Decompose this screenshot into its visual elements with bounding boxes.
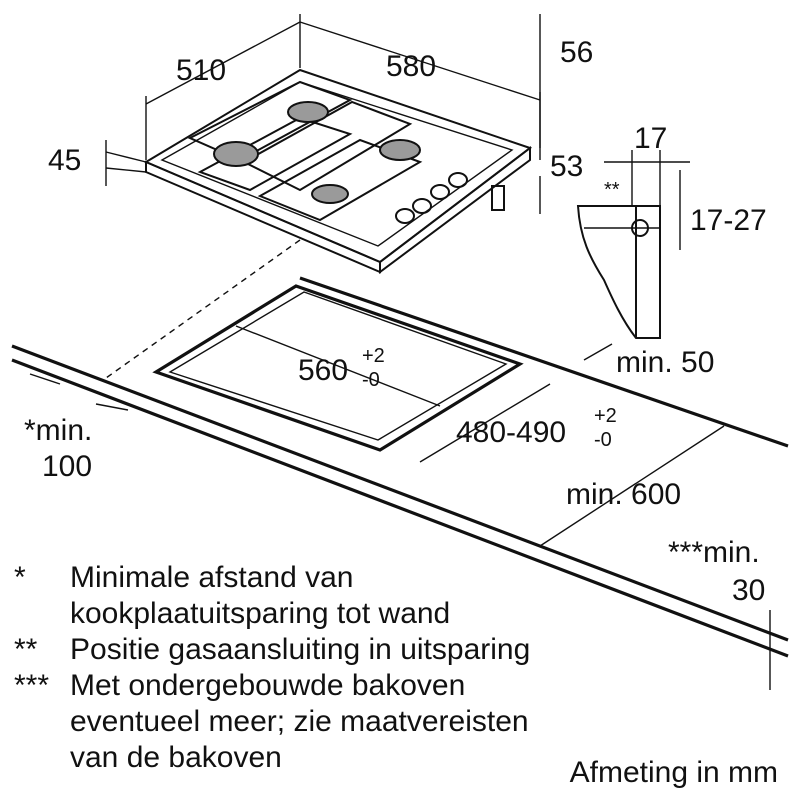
control-knob xyxy=(448,172,468,188)
dim-480-490: 480-490 xyxy=(456,416,566,449)
hob-drawing xyxy=(143,68,533,274)
dim-53: 53 xyxy=(550,150,583,183)
legend-item: * Minimale afstand van xyxy=(14,560,694,596)
burner-front-right xyxy=(311,184,349,204)
dim-17: 17 xyxy=(634,122,667,155)
dim-wall-min-label: *min. xyxy=(24,414,92,447)
legend-text: Minimale afstand van xyxy=(70,561,354,594)
legend-item-continuation: kookplaatuitsparing tot wand xyxy=(14,596,694,632)
legend-item: *** Met ondergebouwde bakoven xyxy=(14,668,694,704)
dim-510: 510 xyxy=(176,54,226,87)
control-knob xyxy=(412,198,432,214)
dim-560: 560 xyxy=(298,354,348,387)
dim-oven-min-value: 30 xyxy=(732,574,765,607)
legend-item: ** Positie gasaansluiting in uitsparing xyxy=(14,632,694,668)
dim-560-tol-minus: -0 xyxy=(362,369,380,391)
control-knob xyxy=(430,184,450,200)
legend-text: eventueel meer; zie maatvereisten xyxy=(70,705,529,738)
legend-text: Met ondergebouwde bakoven xyxy=(70,669,466,702)
countertop-drawing xyxy=(11,276,789,658)
dim-min-600: min. 600 xyxy=(566,478,681,511)
legend-mark: *** xyxy=(14,669,50,702)
gas-mark: ** xyxy=(604,179,620,201)
dim-45: 45 xyxy=(48,144,81,177)
dim-480-tol-plus: +2 xyxy=(594,405,617,427)
control-knob xyxy=(395,208,415,224)
dim-560-tol-plus: +2 xyxy=(362,345,385,367)
legend-mark: * xyxy=(14,561,26,594)
legend-item-continuation: eventueel meer; zie maatvereisten xyxy=(14,704,694,740)
dim-oven-min-label: ***min. xyxy=(668,536,760,569)
burner-back-right xyxy=(379,139,421,161)
legend-text: kookplaatuitsparing tot wand xyxy=(70,597,451,630)
legend-item-continuation: van de bakoven xyxy=(14,740,694,776)
legend-text: Positie gasaansluiting in uitsparing xyxy=(70,633,531,666)
burner-front-left xyxy=(213,141,259,167)
legend: * Minimale afstand van kookplaatuitspari… xyxy=(14,560,694,776)
dim-56: 56 xyxy=(560,36,593,69)
dim-wall-min-value: 100 xyxy=(42,450,92,483)
dim-min-50: min. 50 xyxy=(616,346,714,379)
dim-17-27: 17-27 xyxy=(690,204,767,237)
cutout xyxy=(152,284,524,452)
legend-mark: ** xyxy=(14,633,38,666)
dim-480-tol-minus: -0 xyxy=(594,429,612,451)
burner-back-left xyxy=(287,101,329,123)
gas-connector xyxy=(491,185,505,211)
dim-580: 580 xyxy=(386,50,436,83)
dimension-lines xyxy=(29,14,771,690)
gas-connection-detail xyxy=(576,205,661,339)
unit-note: Afmeting in mm xyxy=(569,756,778,789)
legend-text: van de bakoven xyxy=(70,741,282,774)
